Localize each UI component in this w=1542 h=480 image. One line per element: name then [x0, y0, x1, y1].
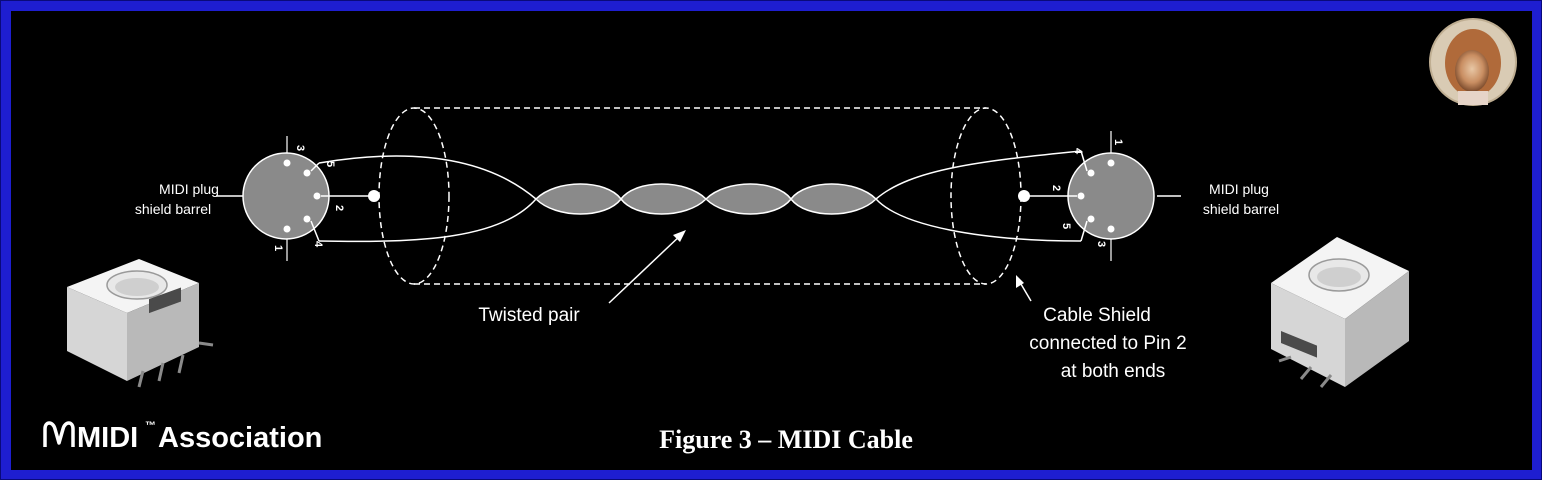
right-pin-2: 2 [1050, 185, 1062, 191]
portrait-avatar [1429, 18, 1517, 106]
right-plug-label-line-2: shield barrel [1203, 201, 1279, 217]
logo-association: Association [158, 422, 322, 454]
figure-caption: Figure 3 – MIDI Cable [659, 425, 913, 454]
left-midi-plug: 3 5 2 4 1 MIDI plug shield barrel [135, 136, 380, 261]
cable-shield-label-line-3: at both ends [1061, 361, 1166, 382]
twisted-pair [318, 150, 1082, 243]
left-pin-2: 2 [333, 205, 345, 211]
left-plug-label-line-2: shield barrel [135, 201, 211, 217]
cable-shield-annotation: Cable Shield connected to Pin 2 at both … [1016, 275, 1187, 382]
left-pin-4: 4 [312, 241, 324, 248]
midi-jack-photo-left [67, 259, 214, 388]
twisted-pair-label: Twisted pair [478, 305, 580, 326]
right-pin-4: 4 [1072, 148, 1084, 155]
right-plug-label-line-1: MIDI plug [1209, 181, 1269, 197]
right-pin-3: 3 [1095, 241, 1107, 247]
midi-jack-photo-right [1271, 237, 1409, 388]
left-pin-5: 5 [324, 161, 336, 167]
midi-cable-diagram: 3 5 2 4 1 MIDI plug shield barrel [43, 18, 1517, 454]
left-plug-label-line-1: MIDI plug [159, 181, 219, 197]
twisted-pair-annotation: Twisted pair [478, 230, 686, 326]
diagram-canvas: 3 5 2 4 1 MIDI plug shield barrel [11, 11, 1532, 470]
left-pin-1: 1 [272, 245, 284, 251]
logo-tm: ™ [145, 420, 156, 432]
logo-midi: MIDI [77, 422, 138, 454]
cable-shield-label-line-1: Cable Shield [1043, 305, 1151, 326]
left-pin-3: 3 [294, 145, 306, 151]
midi-association-logo: MIDI ™ Association [43, 420, 322, 454]
right-pin-1: 1 [1112, 139, 1124, 145]
cable-shield-label-line-2: connected to Pin 2 [1029, 333, 1186, 354]
right-midi-plug: 1 4 2 5 3 MIDI plug shield barrel [1018, 131, 1279, 261]
midi-logo-icon [43, 421, 75, 447]
right-pin-5: 5 [1060, 223, 1072, 229]
